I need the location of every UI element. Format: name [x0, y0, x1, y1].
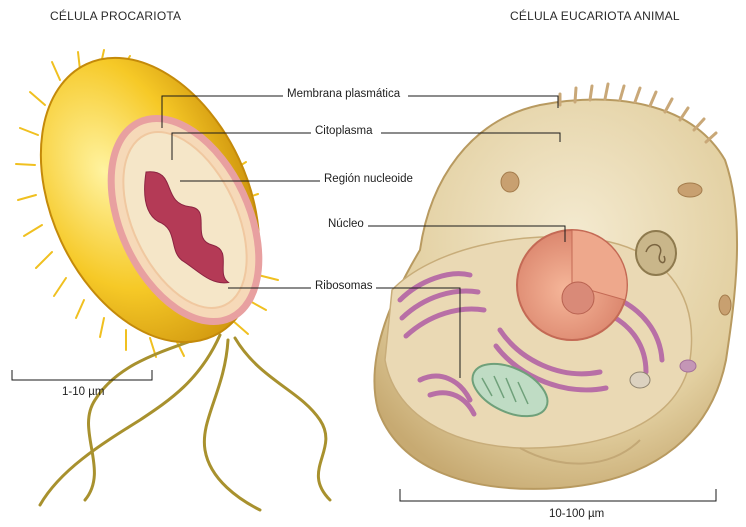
eukaryotic-cell [374, 84, 737, 489]
scale-bar-eukaryote [400, 489, 716, 501]
eukaryote-title: CÉLULA EUCARIOTA ANIMAL [510, 9, 680, 23]
scale-label-eukaryote: 10-100 µm [549, 508, 604, 520]
nucleus [517, 230, 627, 340]
prokaryote-title: CÉLULA PROCARIOTA [50, 9, 181, 23]
flagella [40, 332, 330, 510]
label-membrane: Membrana plasmática [287, 88, 400, 100]
scale-bar-prokaryote [12, 370, 152, 380]
scale-label-prokaryote: 1-10 µm [62, 386, 104, 398]
label-ribosomes: Ribosomas [315, 280, 373, 292]
label-nucleus: Núcleo [328, 218, 364, 230]
label-cytoplasm: Citoplasma [315, 125, 373, 137]
label-nucleoid: Región nucleoide [324, 173, 413, 185]
